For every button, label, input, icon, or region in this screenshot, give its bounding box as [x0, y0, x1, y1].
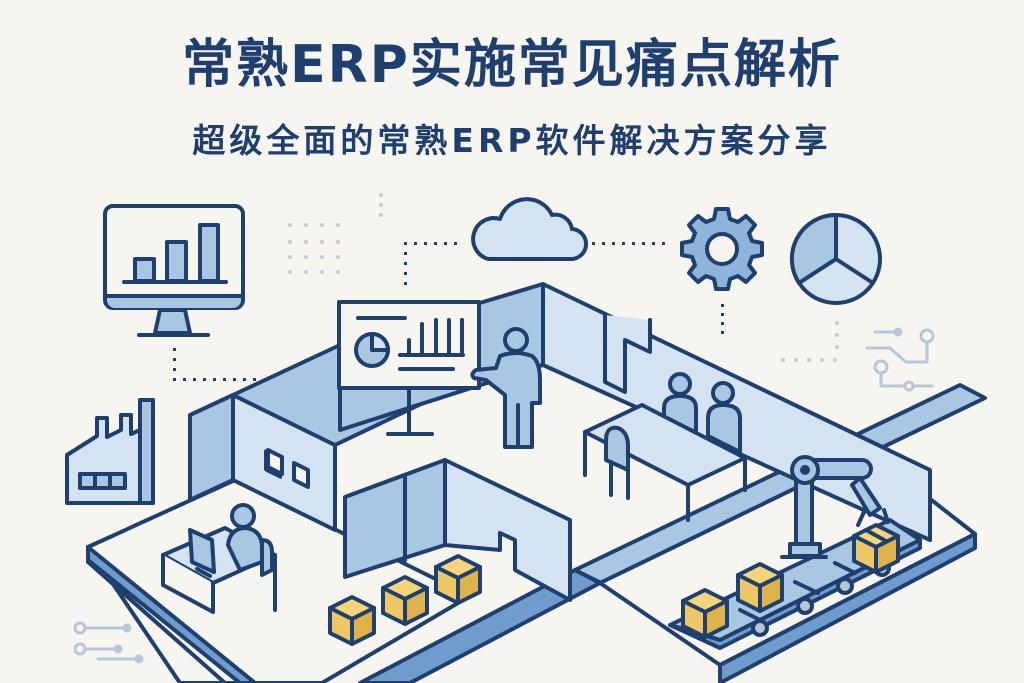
dotted-connectors: [173, 242, 724, 381]
presenter-person: [470, 327, 542, 449]
page-subtitle: 超级全面的常熟ERP软件解决方案分享: [192, 121, 832, 160]
circuit-decoration-icon: [73, 327, 935, 664]
stacked-yellow-boxes: [328, 554, 482, 646]
monitor-bar-chart-icon: [103, 204, 245, 337]
robot-arm: [780, 455, 890, 559]
factory-icon: [65, 398, 155, 505]
meeting-table-scene: [583, 372, 747, 522]
cloud-icon: [471, 197, 589, 262]
gear-icon: [680, 207, 764, 291]
decor-dot-grid: [288, 193, 839, 362]
worker-at-desk-scene: [161, 503, 277, 614]
pie-chart-icon: [789, 212, 882, 305]
presentation-whiteboard: [337, 300, 481, 436]
page-title: 常熟ERP实施常见痛点解析: [182, 35, 842, 95]
